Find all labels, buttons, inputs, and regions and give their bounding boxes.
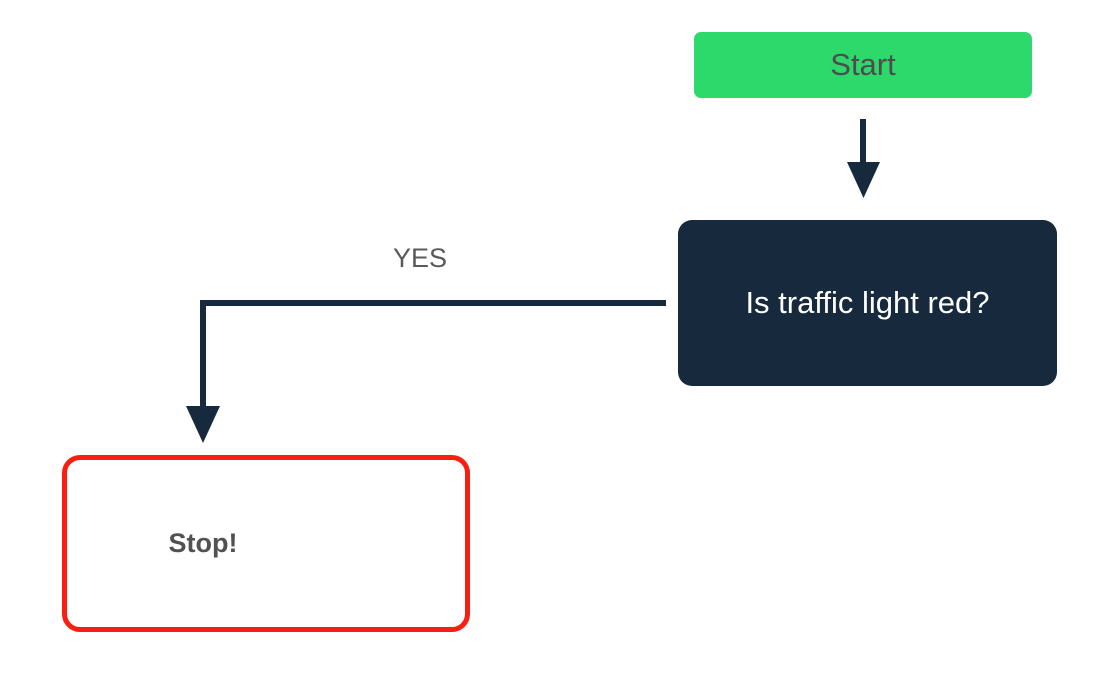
edge-decision-to-stop (186, 300, 666, 443)
edge-start-to-decision-arrowhead (847, 162, 880, 198)
edge-decision-to-stop-vertical (200, 300, 206, 362)
node-stop[interactable]: Stop! (62, 455, 470, 632)
edge-decision-to-stop-arrowhead (186, 406, 220, 443)
edge-start-to-decision (847, 119, 880, 198)
node-start[interactable]: Start (694, 32, 1032, 98)
node-start-label: Start (830, 47, 896, 82)
node-stop-label: Stop! (168, 528, 238, 558)
edge-label-yes: YES (393, 243, 448, 273)
node-decision-traffic-light[interactable]: Is traffic light red? (678, 220, 1057, 386)
edge-decision-to-stop-vertical-lower (200, 356, 206, 408)
edge-start-to-decision-shaft (860, 119, 866, 164)
node-decision-label: Is traffic light red? (745, 285, 990, 320)
edge-decision-to-stop-horizontal (200, 300, 666, 306)
